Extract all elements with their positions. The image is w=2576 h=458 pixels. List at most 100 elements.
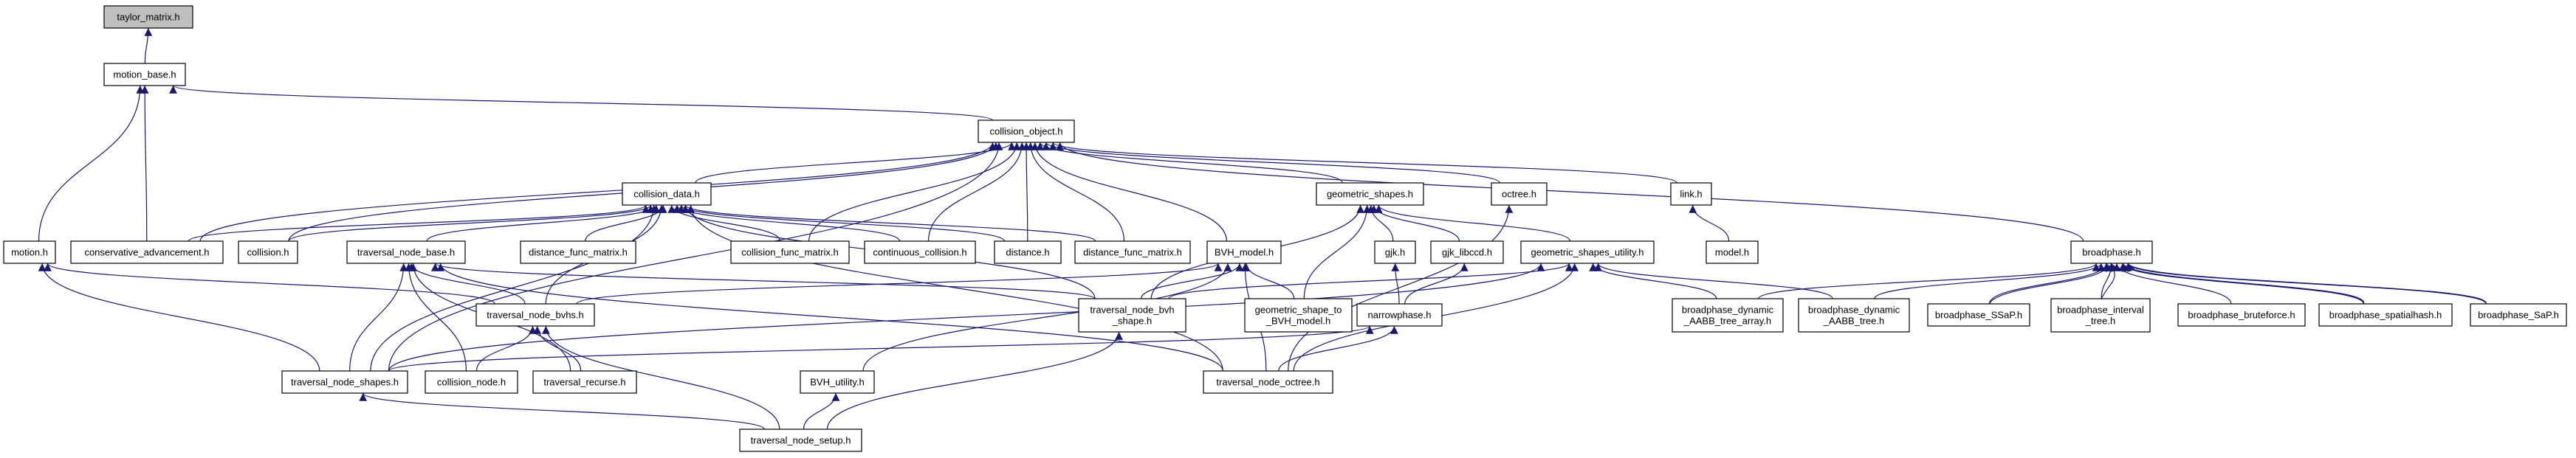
node-box-collision_node [425,370,518,394]
node-motion_base[interactable]: motion_base.h [103,63,186,86]
node-box-broadphase_SSaP [1927,303,2030,327]
edge-geometric_shapes_utility-to-geometric_shapes [1374,204,1571,242]
node-label-broadphase_SSaP-1: broadphase_SSaP.h [1935,310,2022,321]
node-distance[interactable]: distance.h [994,240,1062,264]
edge-distance_func_matrix-to-collision_data [585,204,667,242]
node-box-broadphase_SaP [2470,303,2567,327]
node-box-collision_func_matrix [730,240,850,264]
node-octree[interactable]: octree.h [1491,182,1548,206]
node-box-geometric_shapes [1316,182,1424,206]
node-BVH_model[interactable]: BVH_model.h [1206,240,1282,264]
edge-traversal_node_shapes-to-collision_data [370,204,658,372]
node-label-gjk-1: gjk.h [1385,247,1405,258]
edge-motion-to-motion_base [38,85,145,242]
node-label-continuous_collision-1: continuous_collision.h [873,247,966,258]
node-geometric_shapes_utility[interactable]: geometric_shapes_utility.h [1520,240,1655,264]
node-traversal_node_bvhs[interactable]: traversal_node_bvhs.h [475,303,595,327]
node-broadphase_dynamic_AABB_tree[interactable]: broadphase_dynamic_AABB_tree.h [1798,298,1910,333]
node-collision_node[interactable]: collision_node.h [425,370,518,394]
edge-collision_object-to-motion_base [169,85,994,121]
node-label-motion-1: motion.h [11,247,48,258]
edge-traversal_node_setup-to-traversal_node_bvh_shape [826,331,1123,430]
node-broadphase_bruteforce[interactable]: broadphase_bruteforce.h [2177,303,2306,327]
node-distance_func_matrix2[interactable]: distance_func_matrix.h [1074,240,1191,264]
edge-broadphase_dynamic_AABB_tree_array-to-geometric_shapes_utility [1589,263,1717,299]
node-label-collision_data-1: collision_data.h [633,189,700,200]
node-label-traversal_node_shapes-1: traversal_node_shapes.h [291,377,399,388]
node-box-narrowphase [1356,303,1443,327]
node-gjk_libccd[interactable]: gjk_libccd.h [1430,240,1504,264]
node-broadphase_dynamic_AABB_tree_array[interactable]: broadphase_dynamic_AABB_tree_array.h [1672,298,1784,333]
edge-model-to-link [1689,204,1730,242]
node-label-gjk_libccd-1: gjk_libccd.h [1442,247,1492,258]
edge-traversal_node_setup-to-traversal_node_bvhs [542,325,780,430]
node-label-distance-1: distance.h [1006,247,1049,258]
node-label-collision_func_matrix-1: collision_func_matrix.h [741,247,839,258]
node-label-broadphase_dynamic_AABB_tree-2: _AABB_tree.h [1823,316,1884,327]
node-traversal_node_base[interactable]: traversal_node_base.h [346,240,466,264]
node-gjk[interactable]: gjk.h [1374,240,1416,264]
node-collision_object[interactable]: collision_object.h [978,119,1075,143]
edge-BVH_model-to-collision_object [1031,142,1227,242]
edge-broadphase_dynamic_AABB_tree-to-geometric_shapes_utility [1594,263,1833,299]
edge-traversal_node_bvh_shape-to-BVH_model [1141,263,1244,299]
node-box-broadphase_dynamic_AABB_tree_array [1672,298,1784,333]
node-label-model-1: model.h [1715,247,1749,258]
edge-geometric_shape_to_BVH_model-to-geometric_shapes [1303,204,1372,299]
node-conservative_advancement[interactable]: conservative_advancement.h [70,240,224,264]
node-label-broadphase_dynamic_AABB_tree_array-2: _AABB_tree_array.h [1683,316,1771,327]
node-traversal_node_octree[interactable]: traversal_node_octree.h [1203,370,1333,394]
node-broadphase_interval_tree[interactable]: broadphase_interval_tree.h [2050,298,2151,333]
node-geometric_shape_to_BVH_model[interactable]: geometric_shape_to_BVH_model.h [1244,298,1353,333]
edge-narrowphase-to-gjk_libccd [1404,263,1469,305]
edge-geometric_shape_to_BVH_model-to-BVH_model [1242,263,1295,299]
node-label-traversal_node_bvh_shape-1: traversal_node_bvh [1090,305,1174,316]
edge-broadphase_SSaP-to-broadphase-2 [1988,263,2114,305]
node-broadphase_SaP[interactable]: broadphase_SaP.h [2470,303,2567,327]
edge-traversal_node_bvhs-to-BVH_model [576,263,1223,305]
node-box-gjk [1374,240,1416,264]
node-broadphase[interactable]: broadphase.h [2070,240,2153,264]
node-traversal_node_setup[interactable]: traversal_node_setup.h [739,428,862,452]
node-traversal_node_bvh_shape[interactable]: traversal_node_bvh_shape.h [1078,298,1186,333]
node-broadphase_SSaP[interactable]: broadphase_SSaP.h [1927,303,2030,327]
node-box-traversal_node_shapes [281,370,408,394]
edge-conservative_advancement-to-collision_data [188,204,650,242]
node-traversal_node_shapes[interactable]: traversal_node_shapes.h [281,370,408,394]
node-label-geometric_shapes_utility-1: geometric_shapes_utility.h [1531,247,1644,258]
node-narrowphase[interactable]: narrowphase.h [1356,303,1443,327]
node-box-traversal_node_setup [739,428,862,452]
node-collision_func_matrix[interactable]: collision_func_matrix.h [730,240,850,264]
node-model[interactable]: model.h [1706,240,1759,264]
edge-traversal_node_shapes-to-geometric_shapes_utility [388,263,1545,372]
node-continuous_collision[interactable]: continuous_collision.h [864,240,976,264]
edge-collision_func_matrix-to-collision_object [808,142,1021,242]
node-collision_data[interactable]: collision_data.h [622,182,712,206]
node-link[interactable]: link.h [1670,182,1712,206]
edge-broadphase_dynamic_AABB_tree_array-to-broadphase [1758,263,2101,299]
edge-collision-to-collision_data [288,204,655,242]
node-box-conservative_advancement [70,240,224,264]
node-label-motion_base-1: motion_base.h [113,69,176,80]
node-traversal_recurse[interactable]: traversal_recurse.h [532,370,637,394]
node-broadphase_spatialhash[interactable]: broadphase_spatialhash.h [2318,303,2453,327]
node-label-geometric_shape_to_BVH_model-2: _BVH_model.h [1265,316,1330,327]
edge-traversal_node_shapes-to-traversal_node_base [349,263,408,372]
node-box-traversal_node_bvh_shape [1078,298,1186,333]
node-label-traversal_recurse-1: traversal_recurse.h [543,377,625,388]
edge-traversal_recurse-to-traversal_node_bvhs [533,325,582,372]
node-label-octree-1: octree.h [1502,189,1536,200]
node-geometric_shapes[interactable]: geometric_shapes.h [1316,182,1424,206]
node-distance_func_matrix[interactable]: distance_func_matrix.h [520,240,636,264]
node-box-collision_data [622,182,712,206]
node-taylor_matrix[interactable]: taylor_matrix.h [103,5,193,29]
node-label-broadphase-1: broadphase.h [2082,247,2141,258]
node-collision[interactable]: collision.h [238,240,298,264]
edge-distance-to-collision_data [677,204,1006,242]
node-BVH_utility[interactable]: BVH_utility.h [800,370,875,394]
node-label-collision_node-1: collision_node.h [437,377,506,388]
edge-traversal_node_octree-to-traversal_node_base [436,263,1223,372]
edge-octree-to-collision_object [1042,142,1500,184]
node-motion[interactable]: motion.h [3,240,56,264]
